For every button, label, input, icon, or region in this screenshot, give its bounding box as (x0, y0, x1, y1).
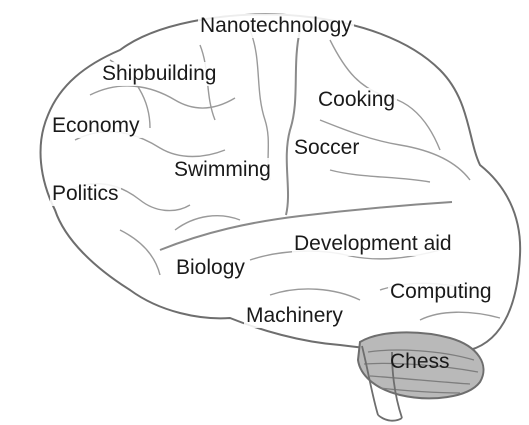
label-computing: Computing (388, 280, 494, 304)
label-economy: Economy (50, 114, 142, 138)
central-sulcus (285, 29, 301, 216)
cerebellum-folds (363, 349, 479, 394)
label-soccer: Soccer (292, 136, 362, 160)
label-swimming: Swimming (172, 158, 273, 182)
label-shipbuilding: Shipbuilding (100, 62, 219, 86)
label-chess: Chess (390, 350, 450, 373)
lateral-sulcus (159, 201, 453, 251)
brain-stem (361, 345, 403, 422)
label-machinery: Machinery (244, 304, 345, 328)
label-politics: Politics (50, 182, 121, 206)
label-nanotechnology: Nanotechnology (198, 14, 354, 38)
label-biology: Biology (174, 256, 247, 280)
label-development-aid: Development aid (292, 232, 454, 256)
label-cooking: Cooking (316, 88, 398, 112)
